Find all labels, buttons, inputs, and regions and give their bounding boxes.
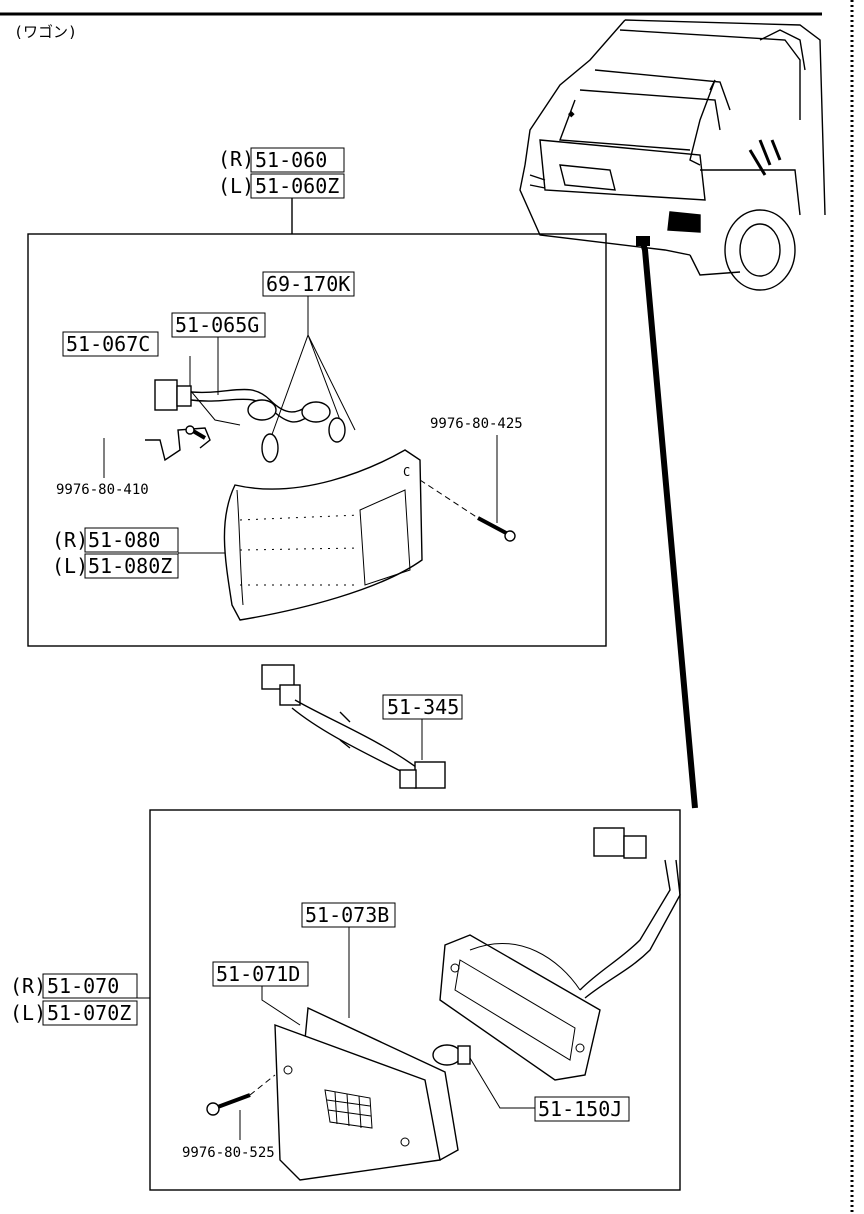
bracket-leader	[189, 356, 241, 426]
bulb-bottom-leader	[469, 1057, 535, 1109]
top-part-r: 51-060	[255, 148, 327, 172]
socket-label: 51-065G	[175, 313, 259, 337]
screw-dash	[419, 479, 479, 519]
bulb-icon	[261, 417, 346, 463]
truck-badge: ◆	[568, 107, 575, 120]
lens-mark: C	[403, 465, 410, 479]
bottom-part-r-box	[42, 973, 138, 999]
screw-icon	[477, 516, 516, 542]
bottom-part-l-box	[42, 1000, 138, 1026]
top-side-l: (L)	[218, 174, 254, 198]
lens-hole	[400, 1137, 410, 1147]
bracket-shape	[145, 427, 211, 462]
bottom-assembly-box	[149, 809, 681, 1191]
lens-bottom-leader	[261, 986, 301, 1026]
top-part-l: 51-060Z	[255, 174, 339, 198]
top-part-r-box	[250, 147, 345, 173]
screw-425-label: 9976-80-425	[430, 416, 523, 432]
bulb-top-label: 69-170K	[266, 272, 350, 296]
lens-bottom-box	[212, 961, 309, 987]
bottom-side-l: (L)	[10, 1001, 46, 1025]
lens-side-r: (R)	[52, 528, 88, 552]
lens-grid	[324, 1089, 373, 1129]
lens-r-label: 51-080	[88, 528, 160, 552]
lamp-housing	[439, 859, 681, 1081]
lens-l-label: 51-080Z	[88, 554, 172, 578]
bulb-bottom-label: 51-150J	[538, 1097, 622, 1121]
bottom-part-r: 51-070	[47, 974, 119, 998]
truck-front-icon: ◆	[519, 19, 826, 291]
header-note: (ワゴン)	[14, 23, 77, 41]
bulb-bottom-box	[534, 1096, 630, 1122]
lens-bottom-label: 51-071D	[216, 962, 300, 986]
harness-label: 51-345	[387, 695, 459, 719]
screw-icon	[185, 425, 207, 440]
gasket-label: 51-073B	[305, 903, 389, 927]
connector-icon	[593, 827, 647, 859]
top-assembly-box	[27, 233, 607, 647]
lamp-lens-icon	[223, 449, 423, 621]
screw-525-label: 9976-80-525	[182, 1145, 275, 1161]
top-side-r: (R)	[218, 147, 254, 171]
screw-icon	[206, 1093, 251, 1116]
lamp-lens-icon	[274, 1023, 441, 1181]
lens-side-l: (L)	[52, 554, 88, 578]
lens-r-box	[84, 527, 179, 553]
callout-leader	[639, 239, 698, 809]
screw-410-label: 9976-80-410	[56, 482, 149, 498]
connector-icon	[154, 379, 331, 423]
bottom-side-r: (R)	[10, 974, 46, 998]
lens-hole	[283, 1065, 293, 1075]
screw-525-dash	[249, 1074, 276, 1096]
bracket-box	[62, 331, 159, 357]
bottom-part-l: 51-070Z	[47, 1001, 131, 1025]
bracket-label: 51-067C	[66, 332, 150, 356]
bulb-icon	[432, 1044, 471, 1066]
bulb-top-leaders	[269, 296, 356, 441]
lens-l-box	[84, 553, 179, 579]
connector-icon	[261, 664, 446, 789]
callout-point	[636, 236, 650, 246]
top-part-l-box	[250, 173, 345, 199]
